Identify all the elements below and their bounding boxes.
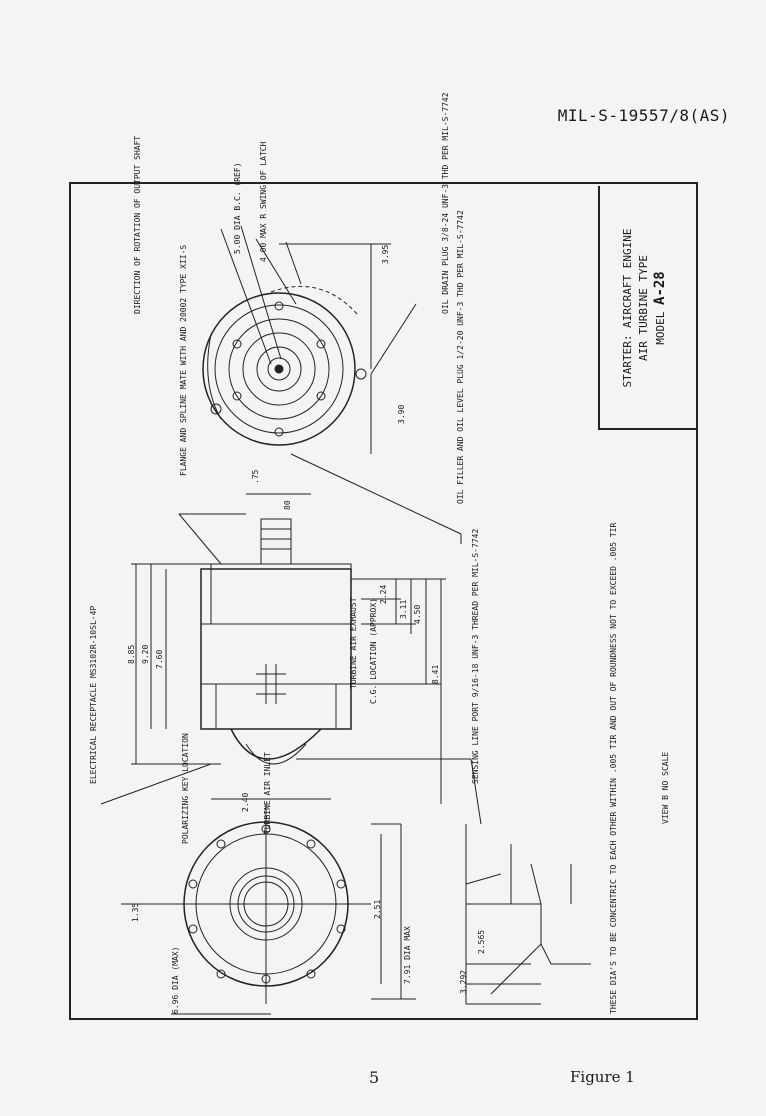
dim-2565: 2.565 — [477, 929, 486, 954]
dim-080: 80 — [283, 500, 292, 510]
dim-920: 9.20 — [141, 644, 150, 664]
concentric-note: THESE DIA'S TO BE CONCENTRIC TO EACH OTH… — [609, 522, 618, 1014]
polarizing-label: POLARIZING KEY LOCATION — [181, 733, 190, 844]
dim-075: .75 — [251, 469, 260, 484]
flange-label: FLANGE AND SPLINE MATE WITH AND 20002 TY… — [179, 244, 188, 476]
dim-224: 2.24 — [379, 584, 388, 604]
latch-label: 4.00 MAX R SWING OF LATCH — [259, 141, 268, 262]
drawing-frame: STARTER: AIRCRAFT ENGINE AIR TURBINE TYP… — [69, 92, 698, 1020]
title-text: STARTER: AIRCRAFT ENGINE AIR TURBINE TYP… — [620, 198, 669, 418]
view-label: VIEW B NO SCALE — [661, 751, 670, 824]
technical-drawing — [100, 225, 591, 1015]
cg-location-label: C.G. LOCATION (APPROX) — [369, 598, 378, 704]
page-number: 5 — [369, 1068, 380, 1087]
figure-label: Figure 1 — [570, 1068, 635, 1086]
oil-filler-label: OIL FILLER AND OIL LEVEL PLUG 1/2-20 UNF… — [456, 210, 465, 504]
rotation-label: DIRECTION OF ROTATION OF OUTPUT SHAFT — [133, 135, 142, 314]
title-block: STARTER: AIRCRAFT ENGINE AIR TURBINE TYP… — [598, 186, 696, 430]
dim-760: 7.60 — [155, 649, 164, 669]
dim-240: 2.40 — [241, 792, 250, 812]
title-line-2: AIR TURBINE TYPE — [637, 255, 650, 361]
turbine-exhaust-label: TURBINE AIR EXHAUST — [349, 597, 358, 689]
oil-drain-label: OIL DRAIN PLUG 3/8-24 UNF-3 THD PER MIL-… — [441, 92, 450, 314]
model-number: A-28 — [652, 271, 668, 305]
dia-696-label: 6.96 DIA (MAX) — [171, 946, 180, 1014]
sensing-label: SENSING LINE PORT 9/16-18 UNF-3 THREAD P… — [471, 528, 480, 784]
spec-number: MIL-S-19557/8(AS) — [557, 106, 730, 125]
dim-3292: 3.292 — [459, 969, 468, 994]
dim-841: 8.41 — [431, 664, 440, 684]
title-line-3: MODEL A-28 — [652, 271, 668, 345]
dia-791-label: 7.91 DIA MAX — [403, 926, 412, 984]
title-line-1: STARTER: AIRCRAFT ENGINE — [621, 228, 634, 388]
dim-311: 3.11 — [399, 599, 408, 619]
dim-251: 2.51 — [373, 899, 382, 919]
dia-500-label: 5.00 DIA B.C. (REF) — [233, 162, 242, 254]
dim-135: 1.35 — [131, 902, 140, 922]
turbine-inlet-label: TURBINE AIR INLET — [263, 752, 272, 834]
dim-395: 3.95 — [381, 244, 390, 264]
dim-450: 4.50 — [413, 604, 422, 624]
dim-885: 8.85 — [127, 644, 136, 664]
receptacle-label: ELECTRICAL RECEPTACLE MS3102R-10SL-4P — [89, 605, 98, 784]
dim-390: 3.90 — [397, 404, 406, 424]
